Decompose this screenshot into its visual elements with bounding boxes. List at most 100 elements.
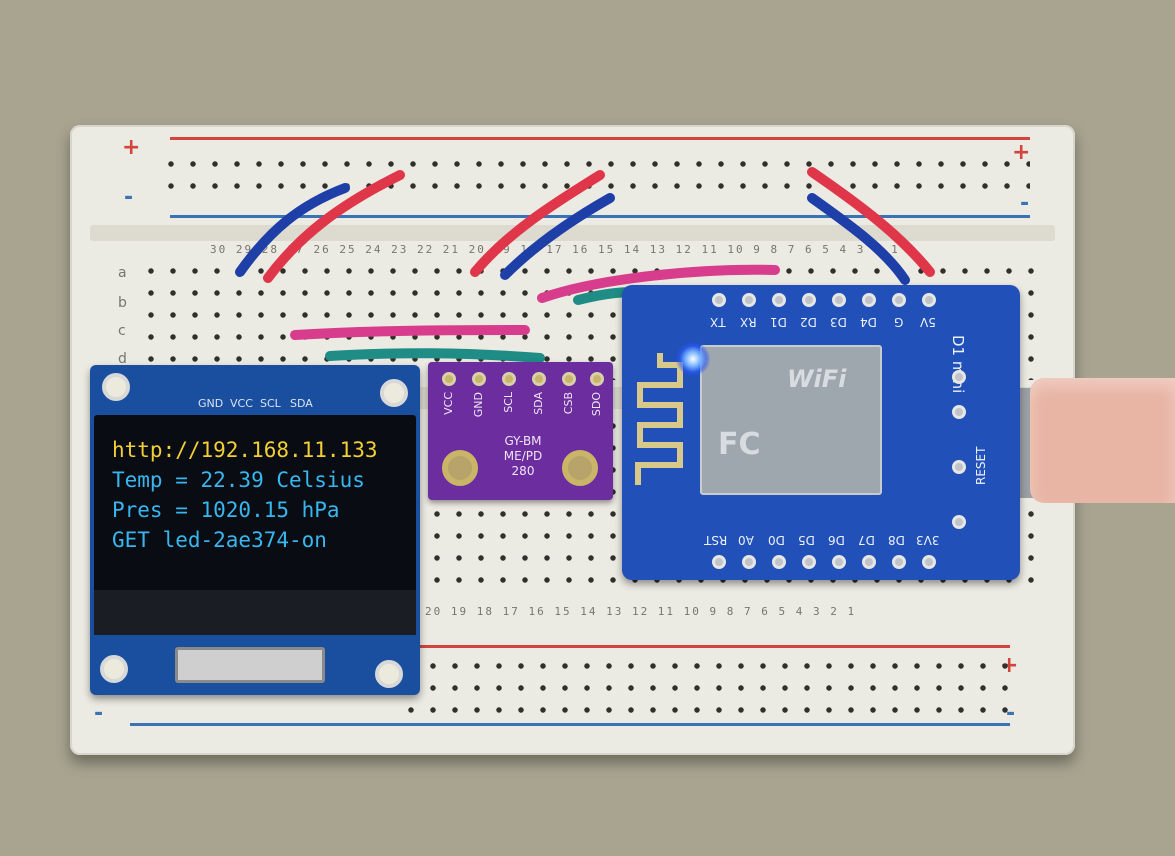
bottom-positive-rail-line <box>410 645 1010 648</box>
top-negative-rail-line <box>170 215 1030 218</box>
wire-blue-right <box>807 193 910 285</box>
d1-pin-g: G <box>894 315 904 329</box>
d1-pin-d3: D3 <box>830 315 847 329</box>
d1-pin-rst: RST <box>704 533 728 547</box>
d1-bottom-pin <box>892 555 906 569</box>
bme280-sensor-module: VCC GND SCL SDA CSB SDO GY-BM ME/PD 280 <box>428 362 613 500</box>
esp8266-module: WiFi FC <box>700 345 882 495</box>
wire-magenta-top <box>537 264 780 303</box>
wire-blue-left <box>235 183 350 277</box>
d1-top-pin <box>862 293 876 307</box>
top-right-minus-sign: - <box>1020 191 1030 216</box>
d1-bottom-pin <box>742 555 756 569</box>
row-letter-b: b <box>118 295 127 311</box>
bottom-left-minus-sign: - <box>94 701 104 726</box>
top-left-plus-sign: + <box>122 135 141 160</box>
d1-pin-d0: D0 <box>768 533 785 547</box>
row-letter-c: c <box>118 323 126 339</box>
d1-bottom-pin <box>862 555 876 569</box>
bme-pin-sda: SDA <box>532 392 545 415</box>
d1-side-pad <box>952 460 966 474</box>
d1-bottom-pin <box>832 555 846 569</box>
d1-top-pin <box>772 293 786 307</box>
top-groove <box>90 225 1055 241</box>
bme-model-line: ME/PD <box>503 449 543 463</box>
oled-mount-hole-br <box>375 660 403 688</box>
wire-blue-middle <box>500 193 615 280</box>
oled-pin-vcc: VCC <box>230 397 253 410</box>
row-letter-a: a <box>118 265 127 281</box>
row-letter-d: d <box>118 351 127 367</box>
oled-pin-scl: SCL <box>260 397 281 410</box>
d1-pin-d4: D4 <box>860 315 877 329</box>
wire-red-left <box>263 170 405 283</box>
d1-side-pad <box>952 405 966 419</box>
bme-pin-sdo: SDO <box>590 392 603 417</box>
d1-top-pin <box>742 293 756 307</box>
oled-ribbon-connector <box>175 647 325 683</box>
d1-pin-d5: D5 <box>798 533 815 547</box>
bme-mount-hole-right <box>562 450 598 486</box>
top-column-numbers: 30 29 28 27 26 25 24 23 22 21 20 19 18 1… <box>210 243 900 256</box>
bme-mount-hole-left <box>442 450 478 486</box>
blue-led <box>676 342 710 376</box>
d1-pin-a0: A0 <box>738 533 754 547</box>
oled-mount-hole-bl <box>100 655 128 683</box>
usb-cable <box>1030 378 1175 503</box>
oled-mount-hole-tl <box>102 373 130 401</box>
reset-label: RESET <box>974 446 988 485</box>
fc-mark: FC <box>718 427 761 462</box>
bme-pin-hole <box>562 372 576 386</box>
d1-pin-3v3: 3V3 <box>916 533 940 547</box>
bottom-column-numbers: 20 19 18 17 16 15 14 13 12 11 10 9 8 7 6… <box>425 605 857 618</box>
d1-mini-title: D1 mini <box>949 335 967 394</box>
bme-model-line: 280 <box>511 464 535 478</box>
wire-red-middle <box>470 170 605 277</box>
oled-line-url: http://192.168.11.133 <box>112 438 378 462</box>
d1-pin-d7: D7 <box>858 533 875 547</box>
bme-model-line: GY-BM <box>504 434 542 448</box>
d1-top-pin <box>802 293 816 307</box>
d1-top-pin <box>922 293 936 307</box>
d1-pin-tx: TX <box>710 315 726 329</box>
bme-pin-hole <box>472 372 486 386</box>
d1-pin-5v: 5V <box>920 315 936 329</box>
bme-pin-hole <box>502 372 516 386</box>
wifi-logo: WiFi <box>787 365 847 393</box>
oled-text-block: http://192.168.11.133 Temp = 22.39 Celsi… <box>112 435 378 555</box>
d1-pin-d6: D6 <box>828 533 845 547</box>
d1-top-pin <box>712 293 726 307</box>
oled-pin-sda: SDA <box>290 397 313 410</box>
oled-line-get: GET led-2ae374-on <box>112 528 327 552</box>
oled-glass-edge <box>94 590 416 635</box>
d1-pin-d2: D2 <box>800 315 817 329</box>
bme-pin-hole <box>442 372 456 386</box>
oled-mount-hole-tr <box>380 379 408 407</box>
d1-bottom-pin <box>772 555 786 569</box>
bottom-negative-rail-line <box>130 723 1010 726</box>
bme-model-text: GY-BM ME/PD 280 <box>488 434 558 479</box>
bme-pin-scl: SCL <box>502 392 515 413</box>
oled-pin-gnd: GND <box>198 397 224 410</box>
wire-magenta-lower <box>290 325 530 340</box>
d1-bottom-pin <box>712 555 726 569</box>
bme-pin-hole <box>590 372 604 386</box>
wire-red-right <box>807 167 935 277</box>
d1-bottom-pin <box>922 555 936 569</box>
d1-pin-d8: D8 <box>888 533 905 547</box>
oled-line-temp: Temp = 22.39 Celsius <box>112 468 365 492</box>
bme-pin-csb: CSB <box>562 392 575 415</box>
d1-top-pin <box>892 293 906 307</box>
d1-pin-rx: RX <box>740 315 757 329</box>
wire-teal-lower <box>325 348 545 363</box>
oled-display-module: GND VCC SCL SDA http://192.168.11.133 Te… <box>90 365 420 695</box>
reset-button-pad <box>952 515 966 529</box>
bme-pin-gnd: GND <box>472 392 485 418</box>
bme-pin-hole <box>532 372 546 386</box>
d1-bottom-pin <box>802 555 816 569</box>
top-left-minus-sign: - <box>124 185 134 210</box>
oled-line-pres: Pres = 1020.15 hPa <box>112 498 340 522</box>
d1-top-pin <box>832 293 846 307</box>
bottom-rail-holes <box>400 655 1020 715</box>
